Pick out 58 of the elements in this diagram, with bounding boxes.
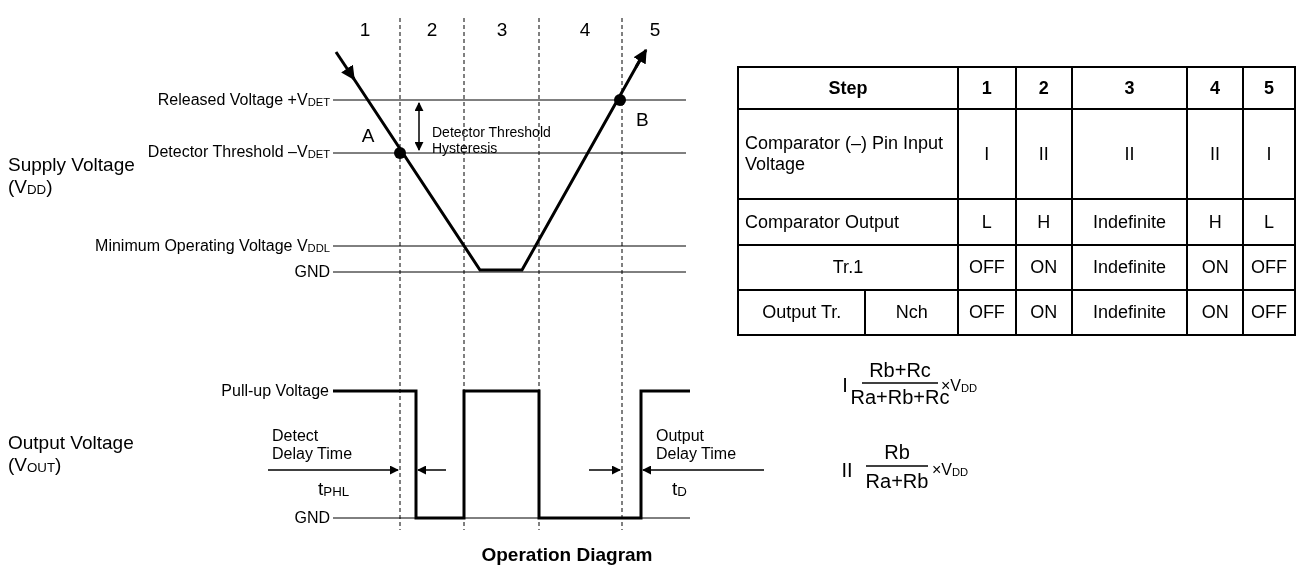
dimension-label: t$_{D}$ [672, 478, 687, 500]
table-cell: OFF [957, 245, 1016, 290]
formula-label: II [841, 458, 853, 482]
diagram-title: Operation Diagram [481, 544, 653, 566]
axis-label: Supply Voltage (V$_{DD}$) [8, 154, 136, 198]
table-cell: Tr.1 [738, 245, 958, 290]
table-cell: Indefinite [1071, 199, 1188, 245]
axis-label: Output Voltage (V$_{OUT}$) [8, 432, 135, 476]
table-cell: I [957, 109, 1016, 199]
table-cell: Indefinite [1071, 290, 1188, 335]
table-cell: Nch [865, 290, 958, 335]
step-number: 1 [359, 19, 371, 41]
table-cell: H [1015, 199, 1072, 245]
dimension-label: t$_{PHL}$ [318, 478, 350, 500]
header-cell: 2 [1015, 67, 1072, 109]
formula-numerator: Rb [884, 440, 910, 464]
level-label: Released Voltage +V$_{DET}$ [157, 90, 330, 110]
dimension-label: Detect Delay Time [272, 426, 354, 464]
level-label: GND [294, 262, 330, 282]
table-cell: OFF [1243, 245, 1295, 290]
table-cell: II [1071, 109, 1188, 199]
level-label: Minimum Operating Voltage V$_{DDL}$ [95, 236, 330, 256]
dimension-label: Output Delay Time [656, 426, 738, 464]
step-number: 4 [579, 19, 591, 41]
step-number: 5 [649, 19, 661, 41]
table-cell: ON [1015, 290, 1072, 335]
point-label: B [636, 109, 649, 131]
table-cell: II [1187, 109, 1243, 199]
step-number: 2 [426, 19, 438, 41]
table-cell: ON [1015, 245, 1072, 290]
header-cell: 1 [957, 67, 1016, 109]
step-number: 3 [496, 19, 508, 41]
table-cell: L [1243, 199, 1295, 245]
level-label: Detector Threshold –V$_{DET}$ [147, 142, 330, 162]
level-label: GND [294, 508, 330, 528]
point-label: A [361, 125, 375, 147]
table-cell: ON [1187, 290, 1243, 335]
level-label: Pull-up Voltage [221, 381, 329, 401]
formula-denominator: Ra+Rb [865, 469, 929, 493]
table-cell: Comparator (–) Pin Input Voltage [738, 109, 958, 199]
header-cell: 5 [1243, 67, 1295, 109]
formula-numerator: Rb+Rc [869, 358, 931, 382]
table-cell: H [1187, 199, 1243, 245]
table-cell: OFF [1243, 290, 1295, 335]
formula-label: I [842, 373, 848, 397]
dimension-label: Detector Threshold Hysteresis [432, 123, 552, 157]
table-cell: Comparator Output [738, 199, 958, 245]
table-cell: OFF [957, 290, 1016, 335]
table-cell: II [1015, 109, 1072, 199]
header-cell: 3 [1071, 67, 1188, 109]
table-cell: Output Tr. [738, 290, 866, 335]
table-cell: I [1243, 109, 1295, 199]
table-cell: L [957, 199, 1016, 245]
formula-factor: ×V$_{DD}$ [932, 460, 969, 480]
table-cell: ON [1187, 245, 1243, 290]
header-cell: Step [738, 67, 958, 109]
header-cell: 4 [1187, 67, 1243, 109]
table-cell: Indefinite [1071, 245, 1188, 290]
